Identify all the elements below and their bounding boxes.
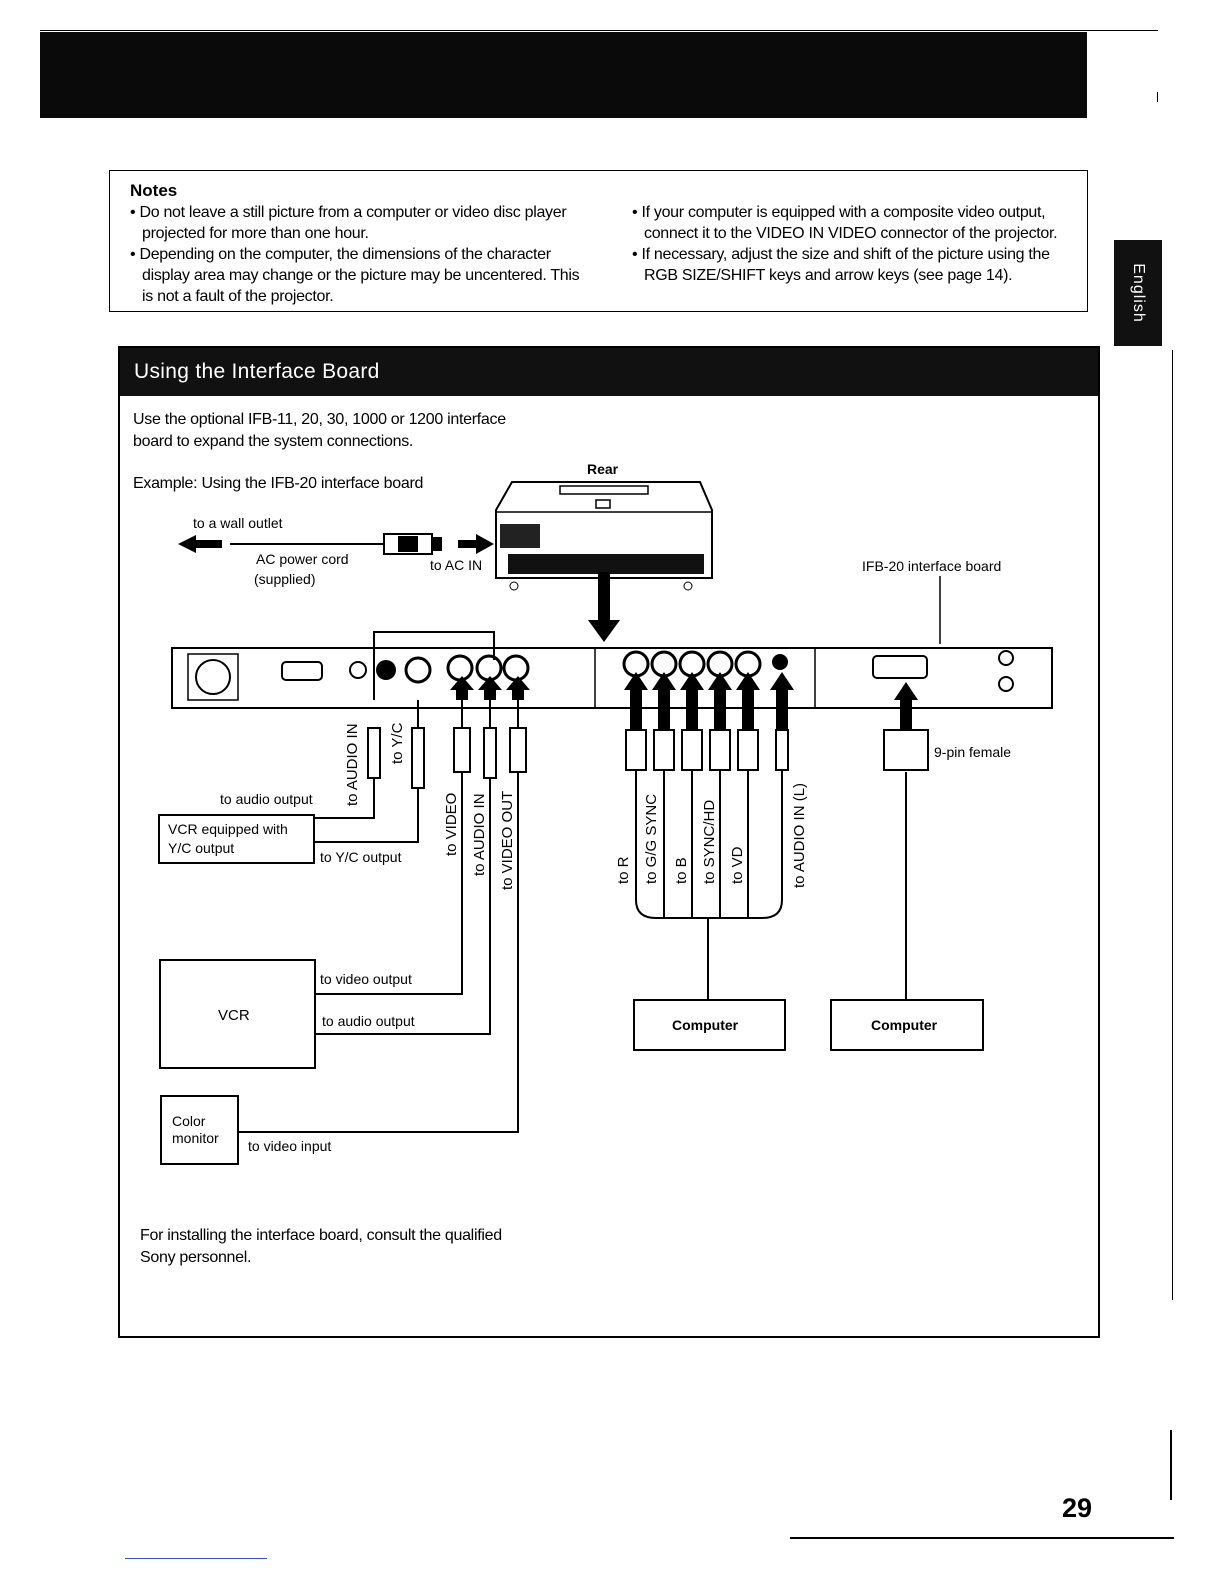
to-audio-output-label: to audio output: [322, 1013, 415, 1029]
to-video-out-label: to VIDEO OUT: [499, 791, 516, 890]
note-item: • Depending on the computer, the dimensi…: [130, 246, 580, 305]
board-label: IFB-20 interface board: [862, 558, 1001, 574]
color-monitor-label: monitor: [172, 1130, 219, 1146]
rear-panel: [171, 647, 1053, 709]
notes-heading: Notes: [130, 181, 178, 200]
color-monitor-label: Color: [172, 1113, 206, 1129]
margin-tick: [1157, 92, 1158, 102]
projector: [495, 481, 713, 591]
footer-text: For installing the interface board, cons…: [140, 1227, 502, 1244]
to-r-label: to R: [615, 856, 632, 884]
to-audio-l-label: to AUDIO IN (L): [791, 783, 808, 888]
section-title: Using the Interface Board: [134, 360, 380, 383]
computer-box: [830, 999, 984, 1051]
right-margin-rule: [1172, 350, 1173, 1300]
color-monitor-box: [160, 1095, 239, 1165]
computer-label: Computer: [672, 1017, 739, 1033]
to-audio-output-label: to audio output: [220, 791, 313, 807]
bottom-rule: [790, 1537, 1174, 1539]
to-sync-label: to SYNC/HD: [701, 800, 718, 884]
down-arrow: [588, 572, 620, 642]
ac-cord-label: (supplied): [254, 571, 315, 587]
vcr-yc-label: VCR equipped with: [168, 821, 288, 837]
notes-left-column: • Do not leave a still picture from a co…: [130, 202, 590, 307]
section-header: Using the Interface Board: [120, 348, 1098, 396]
vcr-yc-box: [158, 814, 315, 864]
rgb-cables: [635, 770, 907, 1000]
notes-box: Notes • Do not leave a still picture fro…: [109, 170, 1088, 312]
computer-box: [633, 999, 786, 1051]
to-video-output-label: to video output: [320, 971, 412, 987]
header-banner: [40, 32, 1087, 118]
to-audio-in-label: to AUDIO IN: [344, 723, 361, 806]
note-item: • If your computer is equipped with a co…: [632, 204, 1058, 242]
intro-text: Use the optional IFB-11, 20, 30, 1000 or…: [133, 411, 506, 428]
to-audio-in-label: to AUDIO IN: [471, 793, 488, 876]
to-g-label: to G/G SYNC: [643, 794, 660, 884]
note-item: • If necessary, adjust the size and shif…: [632, 246, 1050, 284]
notes-right-column: • If your computer is equipped with a co…: [632, 202, 1082, 286]
example-caption: Example: Using the IFB-20 interface boar…: [133, 475, 424, 492]
vcr-box: [159, 959, 316, 1069]
intro-text: board to expand the system connections.: [133, 433, 414, 450]
page-number: 29: [1062, 1493, 1093, 1523]
rear-label: Rear: [587, 461, 619, 477]
right-margin-mark: [1170, 1430, 1172, 1500]
interface-board-section: Using the Interface Board Use the option…: [118, 346, 1100, 1338]
ac-in-label: to AC IN: [430, 557, 482, 573]
to-video-input-label: to video input: [248, 1138, 331, 1154]
wall-outlet-label: to a wall outlet: [193, 515, 283, 531]
nine-pin-label: 9-pin female: [934, 744, 1011, 760]
footer-text: Sony personnel.: [140, 1249, 252, 1266]
to-video-label: to VIDEO: [443, 793, 460, 856]
power-cord: [178, 533, 494, 555]
ac-cord-label: AC power cord: [256, 551, 349, 567]
language-tab: English: [1114, 240, 1162, 346]
to-yc-output-label: to Y/C output: [320, 849, 402, 865]
to-yc-label: to Y/C: [389, 722, 406, 764]
to-vd-label: to VD: [729, 846, 746, 884]
bottom-blue-rule: [125, 1558, 267, 1559]
vcr-label: VCR: [218, 1007, 250, 1024]
to-b-label: to B: [673, 857, 690, 884]
computer-label: Computer: [871, 1017, 938, 1033]
vcr-yc-label: Y/C output: [168, 840, 234, 856]
note-item: • Do not leave a still picture from a co…: [130, 204, 567, 242]
top-rule: [40, 30, 1158, 31]
